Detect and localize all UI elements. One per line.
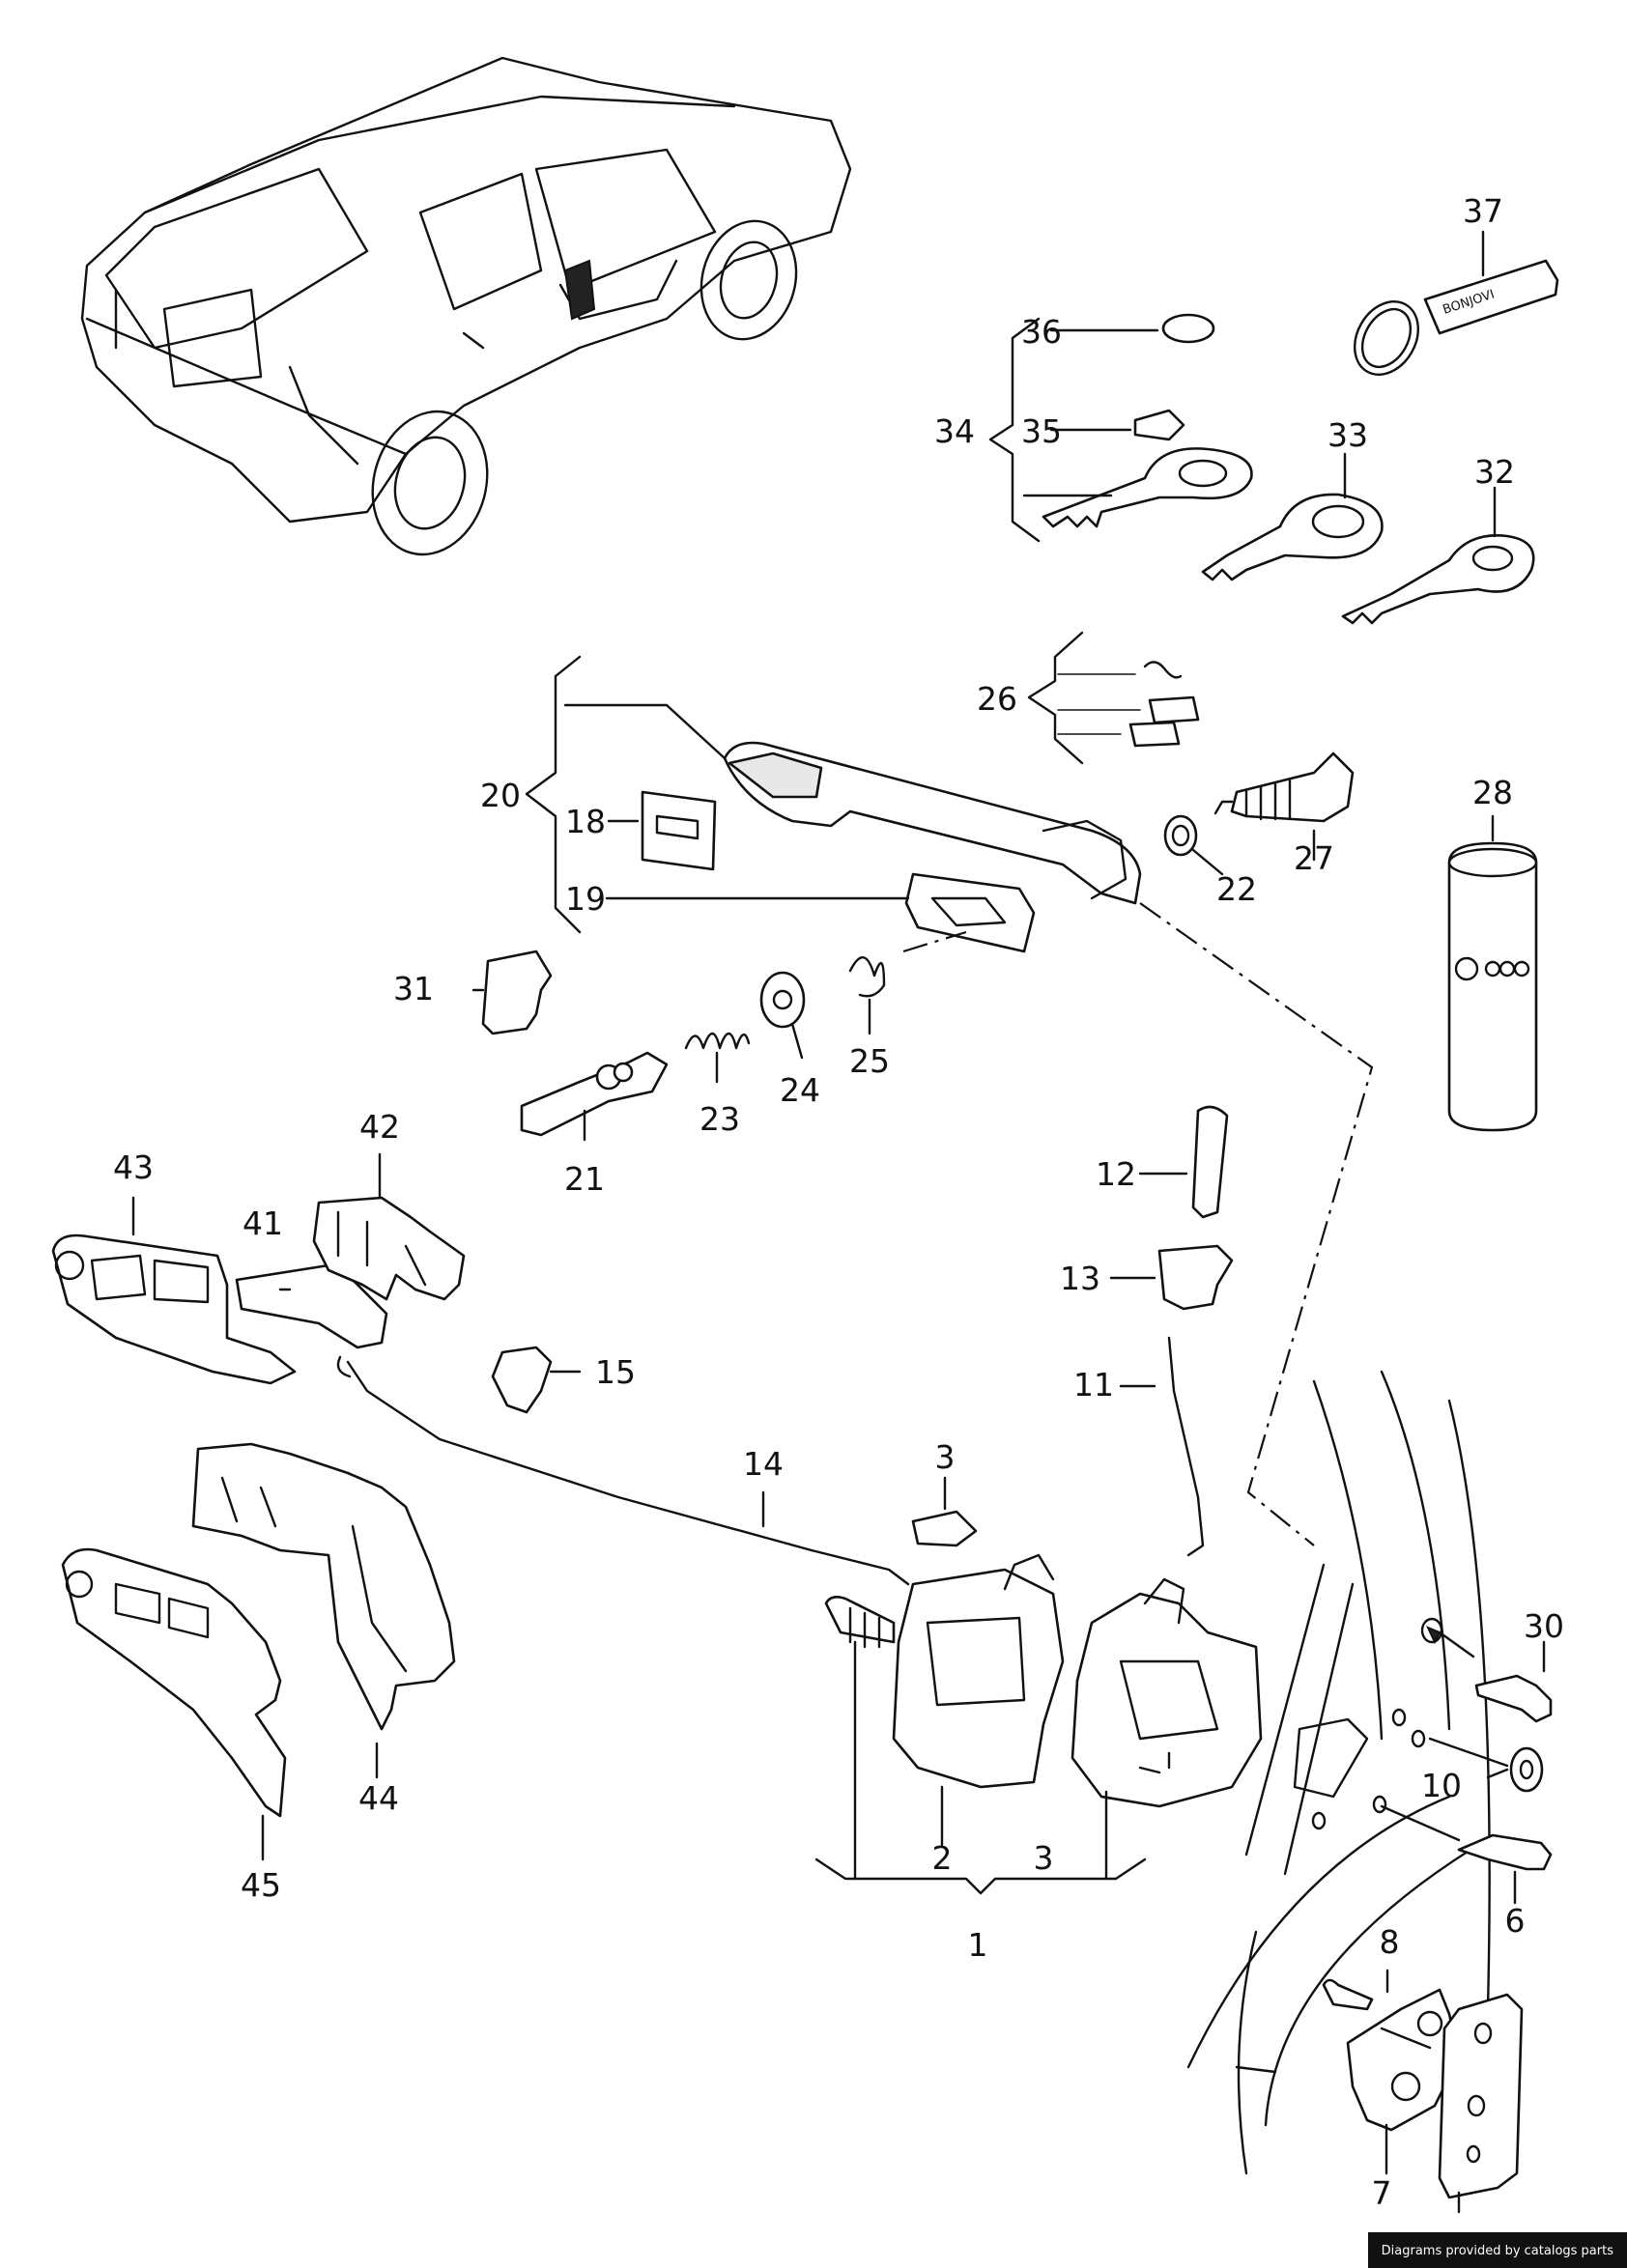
callout-37: 37 (1463, 192, 1503, 230)
callout-12: 12 (1096, 1155, 1136, 1193)
key-32 (1341, 534, 1535, 625)
callout-14: 14 (743, 1445, 784, 1483)
aerosol-can-28 (1447, 814, 1538, 1132)
knob-12 (1191, 1105, 1229, 1219)
lever-21 (520, 1051, 669, 1137)
callout-13: 13 (1060, 1260, 1100, 1297)
rod-11 (1167, 1336, 1205, 1557)
callout-10: 10 (1421, 1767, 1462, 1804)
clip-15 (491, 1346, 553, 1414)
bracket-42 (312, 1196, 466, 1301)
callout-21: 21 (564, 1160, 605, 1198)
latch-3 (1070, 1592, 1263, 1808)
keyring-37: BONJOVI (1354, 230, 1559, 376)
callout-32: 32 (1474, 453, 1515, 491)
callout-41: 41 (243, 1205, 283, 1242)
lock-small-parts-group (471, 930, 967, 1142)
callout-30: 30 (1524, 1607, 1564, 1645)
spring-25 (848, 956, 886, 998)
callout-31: 31 (393, 970, 434, 1007)
nut-10 (1509, 1746, 1544, 1793)
lock-housing-2 (892, 1568, 1065, 1789)
callout-43: 43 (113, 1148, 154, 1186)
callout-8: 8 (1380, 1923, 1400, 1961)
key-parts-group: BONJOVI (988, 230, 1559, 625)
handle-bezel-45 (61, 1547, 287, 1818)
callout-33: 33 (1327, 416, 1368, 454)
callout-1: 1 (968, 1926, 988, 1964)
lock-cylinder-27 (1230, 751, 1355, 823)
callout-labels: 1 2 3 3 6 7 8 10 11 12 13 14 15 18 19 20… (113, 192, 1564, 2212)
callout-3: 3 (1034, 1839, 1054, 1877)
key-insert-35 (1133, 409, 1185, 441)
bracket-34 (988, 317, 1041, 543)
callout-15: 15 (595, 1353, 636, 1391)
callout-19: 19 (565, 880, 606, 918)
callout-18: 18 (565, 803, 606, 840)
callout-24: 24 (780, 1071, 820, 1109)
callout-3-top: 3 (935, 1438, 956, 1476)
inner-handle-assembly-44 (191, 1442, 456, 1731)
callout-22: 22 (1216, 870, 1257, 908)
callout-28: 28 (1472, 774, 1513, 811)
bolt-30 (1474, 1674, 1553, 1723)
credit-footer: Diagrams provided by catalogs parts (1367, 2232, 1627, 2268)
guide-13 (1157, 1244, 1234, 1311)
callout-6: 6 (1505, 1902, 1526, 1940)
outer-door-handle-20 (723, 741, 1142, 905)
callout-35: 35 (1021, 412, 1062, 450)
callout-36: 36 (1021, 313, 1062, 351)
part-24 (759, 971, 806, 1029)
backing-plate (1438, 1993, 1524, 2199)
exterior-handle-group (525, 631, 1355, 953)
key-blank (1042, 447, 1253, 528)
callout-11: 11 (1073, 1366, 1114, 1403)
bolt (824, 1596, 896, 1644)
handle-trim-43 (51, 1233, 297, 1385)
cover-plate-18 (641, 790, 717, 871)
door-lock-mechanism-group (814, 902, 1374, 1895)
operating-rod-14 (346, 1360, 910, 1586)
callout-27: 27 (1294, 839, 1334, 877)
key-33 (1201, 493, 1384, 581)
clip-31 (481, 950, 553, 1035)
car-illustration (80, 56, 852, 556)
callout-42: 42 (359, 1108, 400, 1146)
door-body-group (1186, 1370, 1553, 2214)
callout-20: 20 (480, 777, 521, 814)
screw-8 (1322, 1978, 1374, 2011)
callout-2: 2 (932, 1839, 953, 1877)
callout-7: 7 (1372, 2174, 1392, 2212)
callout-26: 26 (977, 680, 1017, 718)
callout-45: 45 (241, 1866, 281, 1904)
handle-gasket-19 (904, 872, 1036, 953)
callout-23: 23 (699, 1100, 740, 1138)
interior-handle-group (51, 1152, 910, 1861)
key-cap-36 (1161, 313, 1215, 344)
connector-3 (911, 1510, 978, 1547)
callout-44: 44 (358, 1779, 399, 1817)
sealing-ring-22 (1163, 814, 1198, 857)
callout-34: 34 (934, 412, 975, 450)
bolt-6 (1457, 1833, 1553, 1871)
callout-25: 25 (849, 1042, 890, 1080)
spring-23 (684, 1032, 751, 1050)
